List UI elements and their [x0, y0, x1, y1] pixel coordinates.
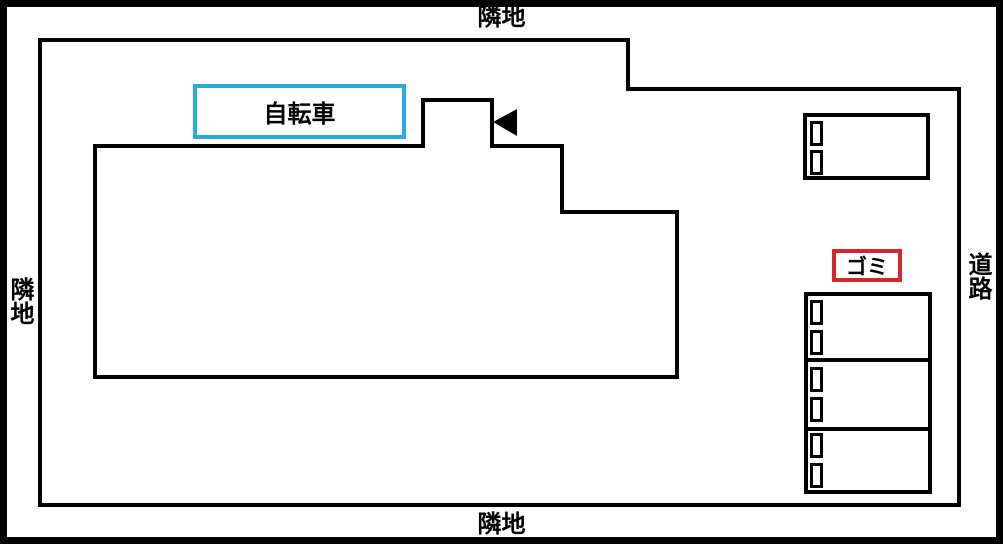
stall-marker: [810, 150, 823, 175]
parking-bay-divider: [808, 427, 928, 431]
entrance-arrow-icon: [493, 109, 517, 136]
parking-bay-divider: [808, 358, 928, 362]
garbage-area-label: ゴミ: [846, 254, 888, 279]
stall-marker: [810, 367, 823, 392]
bicycle-area-box: 自転車: [193, 84, 406, 139]
parking-block-upper: [803, 113, 930, 180]
property-boundary-line: [38, 38, 961, 507]
bicycle-area-label: 自転車: [263, 100, 336, 128]
stall-marker: [810, 397, 823, 422]
building-outline: [93, 98, 679, 379]
stall-marker: [810, 433, 823, 458]
parking-block-lower: [804, 292, 932, 494]
label-neighbor-bottom: 隣地: [477, 510, 526, 538]
stall-marker: [810, 330, 823, 355]
label-neighbor-top: 隣地: [477, 3, 526, 31]
stall-marker: [810, 300, 823, 325]
label-neighbor-left: 隣地: [6, 277, 34, 325]
label-road: 道路: [964, 252, 992, 300]
garbage-area-box: ゴミ: [832, 249, 902, 282]
stall-marker: [810, 121, 823, 146]
stall-marker: [810, 463, 823, 488]
